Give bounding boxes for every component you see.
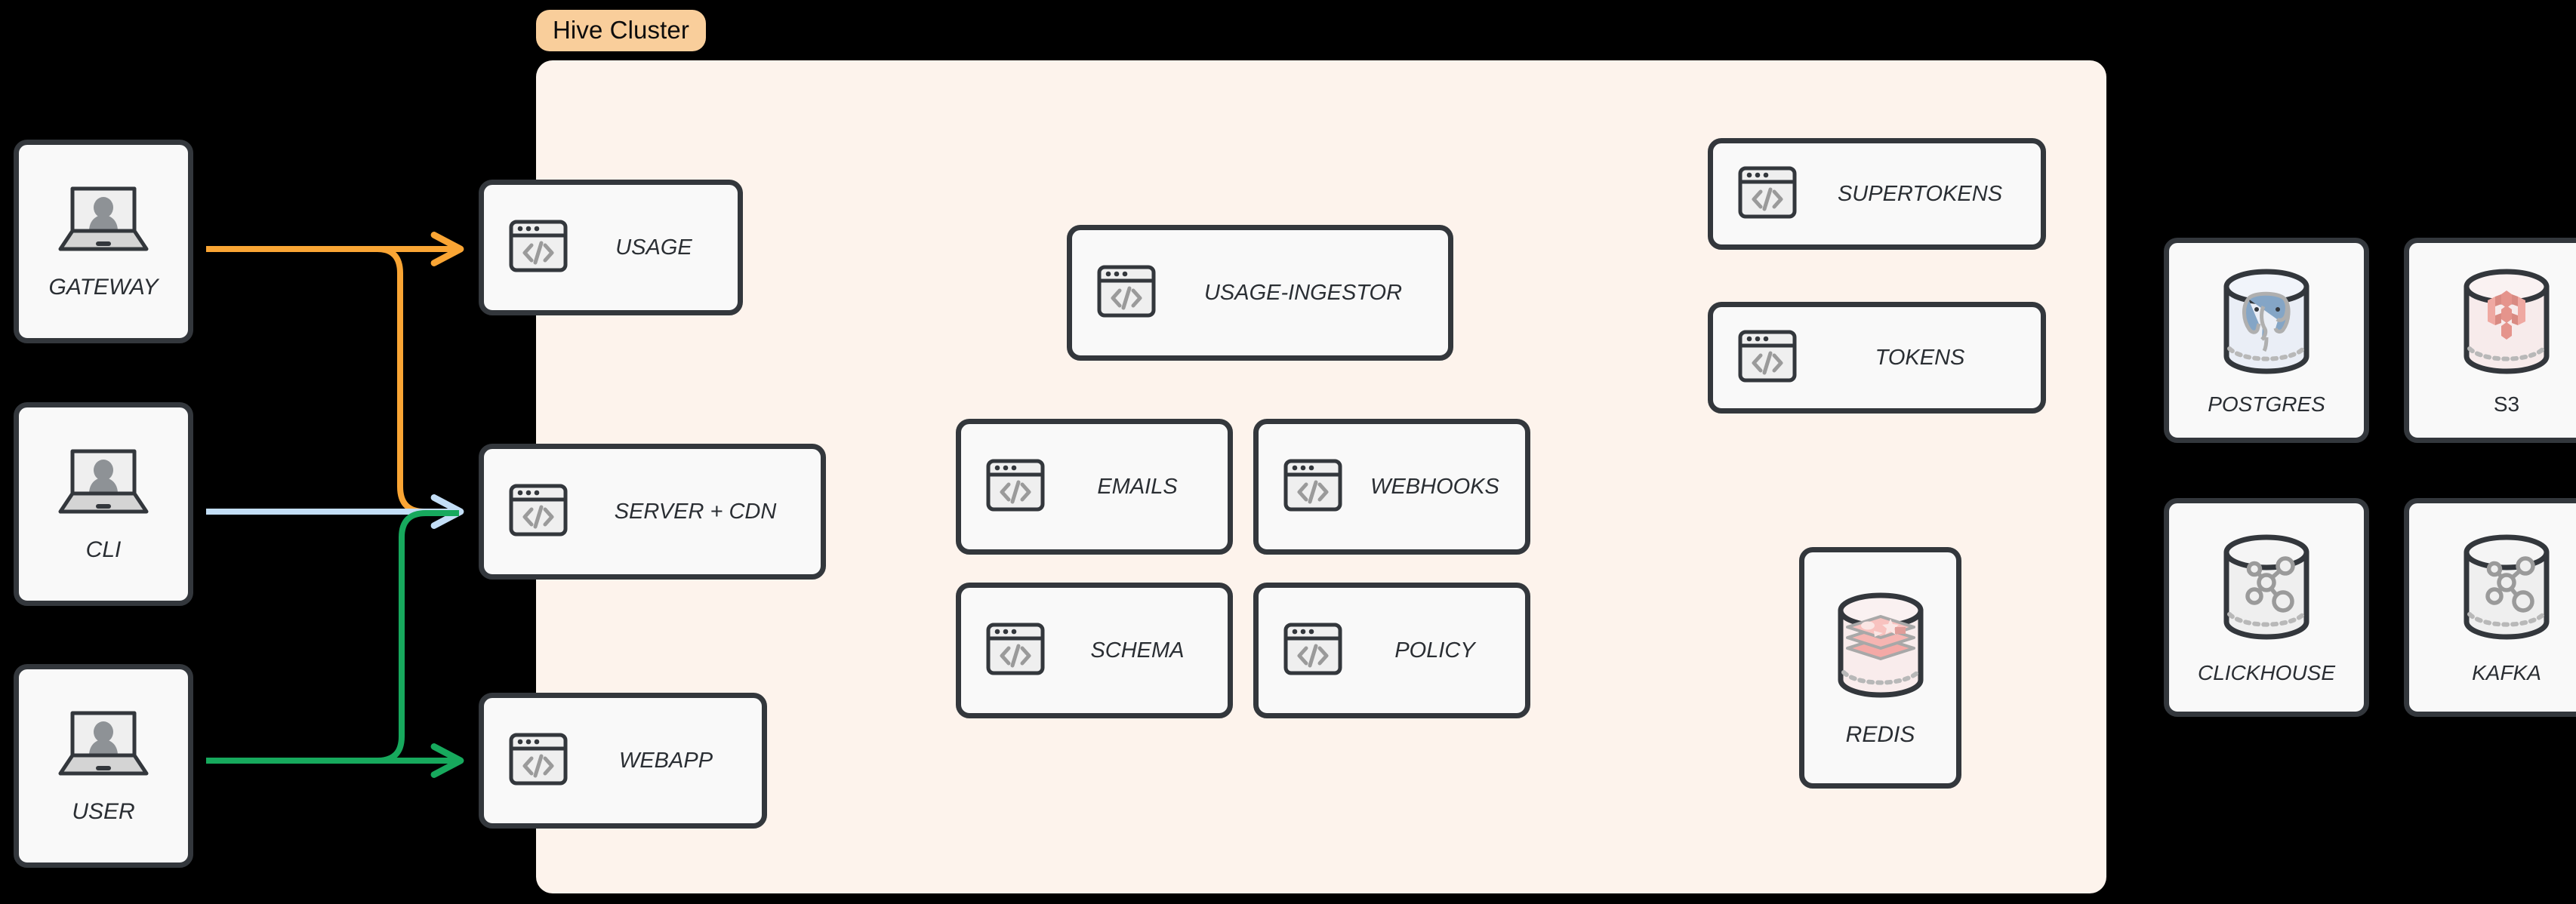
service-label: SERVER + CDN [614, 499, 777, 524]
client-label: CLI [85, 537, 122, 562]
database-graph-icon [2451, 530, 2562, 644]
service-label: SCHEMA [1090, 638, 1185, 663]
datastore-label: REDIS [1845, 722, 1915, 747]
code-window-icon [1736, 324, 1799, 392]
code-window-icon [1736, 161, 1799, 228]
service-node-schema[interactable]: SCHEMA [956, 583, 1233, 718]
service-label: WEBAPP [618, 748, 713, 773]
code-window-icon [984, 454, 1047, 521]
datastore-node-redis[interactable]: REDIS [1799, 547, 1961, 789]
datastore-label: POSTGRES [2208, 392, 2325, 416]
datastore-label: CLICKHOUSE [2197, 661, 2336, 684]
service-node-server-cdn[interactable]: SERVER + CDN [479, 444, 826, 580]
service-node-emails[interactable]: EMAILS [956, 419, 1233, 555]
service-node-policy[interactable]: POLICY [1253, 583, 1530, 718]
service-node-webapp[interactable]: WEBAPP [479, 693, 767, 829]
service-label: EMAILS [1097, 474, 1178, 499]
edge-user-to-server [206, 510, 459, 764]
database-redis-icon [1826, 588, 1936, 703]
service-node-supertokens[interactable]: SUPERTOKENS [1708, 138, 2046, 250]
service-label: USAGE [615, 235, 692, 260]
service-label: WEBHOOKS [1370, 474, 1499, 499]
service-label: USAGE-INGESTOR [1203, 280, 1403, 305]
code-window-icon [507, 214, 570, 281]
client-node-gateway[interactable]: GATEWAY [14, 140, 193, 343]
code-window-icon [984, 617, 1047, 684]
datastore-node-postgres[interactable]: POSTGRES [2164, 238, 2369, 443]
laptop-user-icon [54, 445, 153, 518]
client-node-cli[interactable]: CLI [14, 402, 193, 606]
service-label: SUPERTOKENS [1837, 181, 2003, 206]
service-label: TOKENS [1875, 345, 1965, 370]
code-window-icon [507, 727, 570, 795]
code-window-icon [1281, 617, 1345, 684]
code-window-icon [1095, 260, 1158, 327]
laptop-user-icon [54, 183, 153, 255]
hive-cluster-badge: Hive Cluster [536, 10, 706, 51]
code-window-icon [507, 478, 570, 546]
client-node-user[interactable]: USER [14, 664, 193, 868]
database-postgres-icon [2211, 264, 2322, 379]
datastore-label: S3 [2493, 392, 2520, 416]
service-label: POLICY [1394, 638, 1475, 663]
service-node-usage[interactable]: USAGE [479, 180, 743, 315]
edge-gateway-to-server [206, 246, 459, 515]
client-label: USER [72, 799, 135, 824]
service-node-usage-ingestor[interactable]: USAGE-INGESTOR [1067, 225, 1453, 361]
service-node-tokens[interactable]: TOKENS [1708, 302, 2046, 414]
datastore-node-s3[interactable]: S3 [2404, 238, 2576, 443]
datastore-label: KAFKA [2472, 661, 2541, 684]
client-label: GATEWAY [48, 275, 159, 300]
datastore-node-kafka[interactable]: KAFKA [2404, 498, 2576, 717]
laptop-user-icon [54, 707, 153, 779]
database-graph-icon [2211, 530, 2322, 644]
database-s3-icon [2451, 264, 2562, 379]
service-node-webhooks[interactable]: WEBHOOKS [1253, 419, 1530, 555]
code-window-icon [1281, 454, 1345, 521]
datastore-node-clickhouse[interactable]: CLICKHOUSE [2164, 498, 2369, 717]
